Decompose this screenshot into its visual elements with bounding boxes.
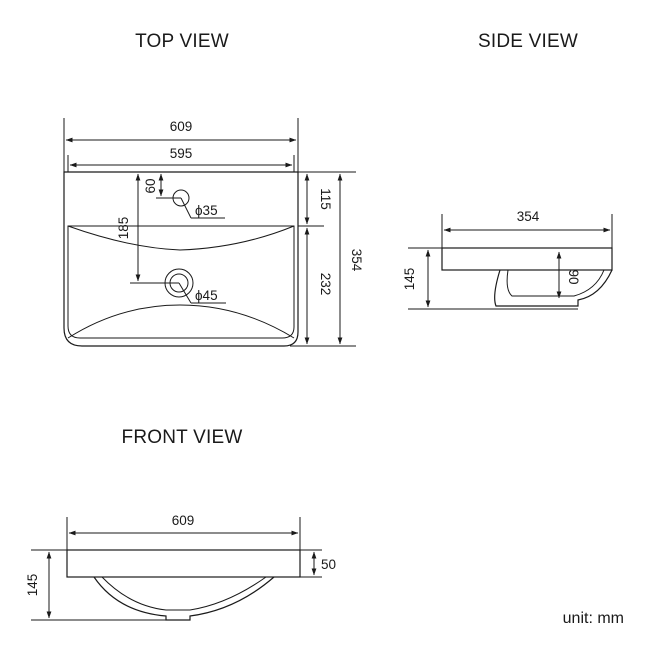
- dim-front-rim: 50: [321, 557, 336, 572]
- bowl-curve-top: [67, 225, 295, 251]
- dim-front-width: 609: [172, 513, 195, 528]
- side-bowl-outer: [494, 269, 613, 307]
- front-bowl-outer: [93, 576, 275, 621]
- dim-side-height: 145: [402, 268, 417, 291]
- front-view-title: FRONT VIEW: [122, 427, 243, 448]
- bowl-outline-top: [67, 225, 295, 339]
- dim-side-bowl-height: 90: [566, 269, 581, 284]
- side-bowl-inner: [506, 269, 605, 297]
- dim-overall-depth: 354: [349, 249, 364, 272]
- unit-note: unit: mm: [563, 610, 624, 627]
- dim-faucet-diameter: ϕ35: [195, 203, 218, 218]
- front-slab: [66, 549, 301, 578]
- front-bowl-inner: [101, 576, 267, 611]
- dim-front-height: 145: [25, 574, 40, 597]
- dim-deck-depth: 115: [318, 188, 333, 210]
- dim-faucet-offset: 60: [143, 178, 158, 193]
- top-view-title: TOP VIEW: [135, 31, 229, 52]
- top-view: 609 595 60 ϕ35 185 ϕ45 115 232 354: [63, 118, 364, 347]
- dim-bowl-depth: 232: [318, 273, 333, 296]
- side-view: 354 145 90: [402, 209, 613, 310]
- dim-drain-diameter: ϕ45: [195, 288, 218, 303]
- bowl-curve-bottom: [67, 304, 295, 339]
- dim-side-depth: 354: [517, 209, 540, 224]
- dim-inner-width: 595: [170, 146, 193, 161]
- front-view: 609 145 50: [25, 513, 336, 621]
- side-view-title: SIDE VIEW: [478, 31, 578, 52]
- side-slab: [441, 247, 613, 271]
- basin-outline-top: [63, 171, 299, 347]
- dim-overall-width: 609: [170, 119, 193, 134]
- dim-drain-offset: 185: [116, 217, 131, 240]
